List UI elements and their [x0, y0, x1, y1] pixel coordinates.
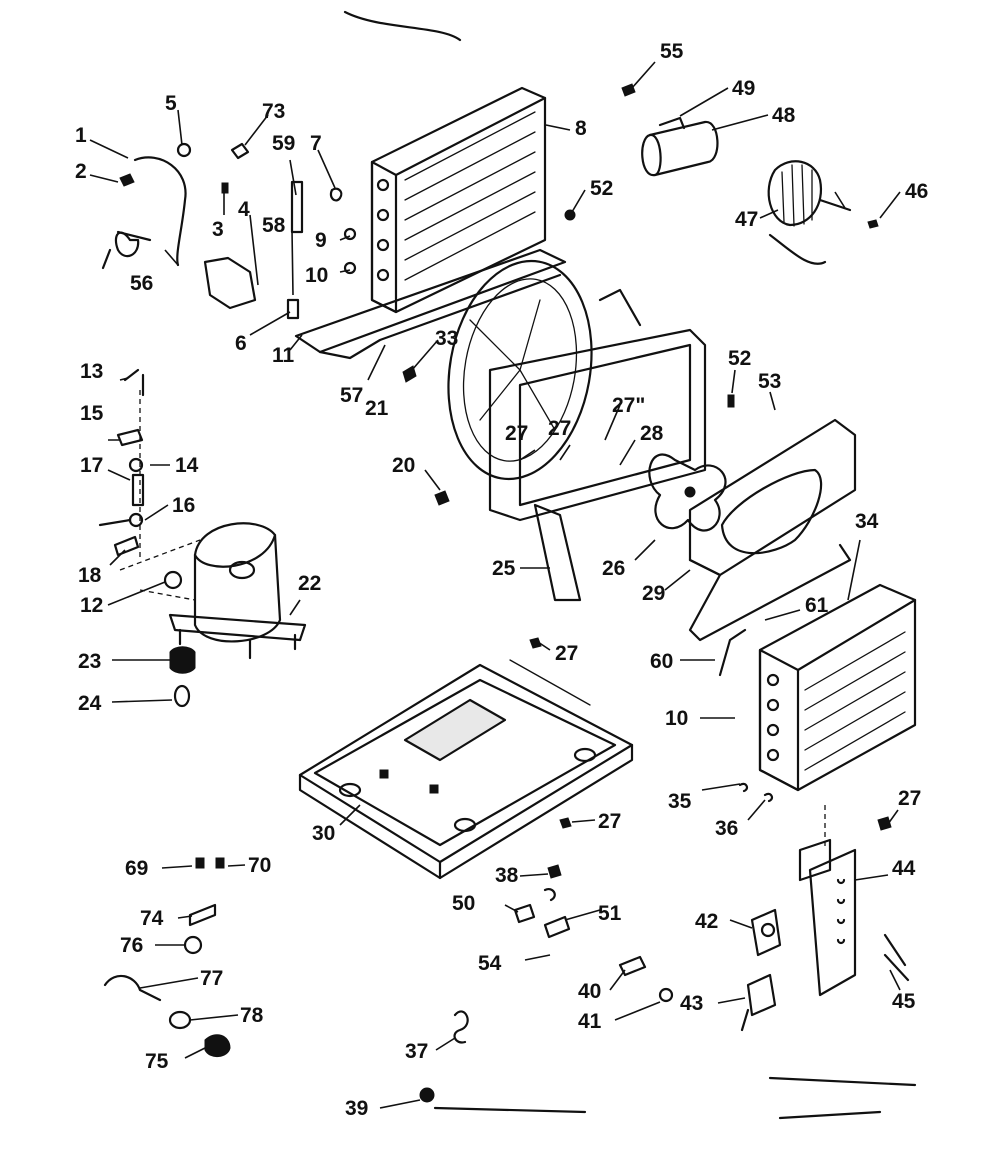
part-label-13: 13: [80, 360, 103, 383]
thermostat: [740, 973, 777, 1032]
blower-wheel: [447, 259, 593, 481]
part-label-69: 69: [125, 857, 148, 880]
part-number-labels: 1 2 3 4 5 6 7 8 9 10 11 12 13 14 15 16 1…: [75, 40, 928, 1120]
part-label-61: 61: [805, 594, 829, 617]
part-label-12: 12: [80, 594, 103, 617]
part-label-75: 75: [145, 1050, 169, 1073]
part-label-59: 59: [272, 132, 295, 155]
part-label-74: 74: [140, 907, 164, 930]
part-label-27-a: 27: [505, 422, 528, 445]
base-pan: [298, 659, 634, 880]
valve-stack: [98, 368, 183, 590]
part-label-60: 60: [650, 650, 673, 673]
part-label-28: 28: [640, 422, 664, 445]
part-label-14: 14: [175, 454, 199, 477]
part-label-33: 33: [435, 327, 458, 350]
part-label-48: 48: [772, 104, 796, 127]
part-label-35: 35: [668, 790, 692, 813]
part-label-7: 7: [310, 132, 322, 155]
part-label-18: 18: [78, 564, 102, 587]
part-label-36: 36: [715, 817, 738, 840]
part-label-30: 30: [312, 822, 335, 845]
leader-lines: [89, 61, 901, 1109]
part-label-21: 21: [365, 397, 389, 420]
part-label-73: 73: [262, 100, 285, 123]
part-label-27-d: 27: [555, 642, 578, 665]
grommets: [169, 646, 196, 708]
part-label-39: 39: [345, 1097, 368, 1120]
part-label-78: 78: [240, 1004, 264, 1027]
part-label-57: 57: [340, 384, 363, 407]
selector-switch: [750, 908, 782, 957]
part-label-27-e: 27: [598, 810, 621, 833]
part-label-3: 3: [212, 218, 224, 241]
part-label-58: 58: [262, 214, 286, 237]
part-label-27-c: 27": [612, 394, 645, 417]
part-label-26: 26: [602, 557, 625, 580]
part-label-49: 49: [732, 77, 755, 100]
part-label-40: 40: [578, 980, 601, 1003]
part-label-54: 54: [478, 952, 502, 975]
part-label-16: 16: [172, 494, 195, 517]
misc-fasteners: [343, 10, 917, 1120]
condenser-fan: [648, 453, 727, 532]
part-label-45: 45: [892, 990, 916, 1013]
part-label-10: 10: [305, 264, 328, 287]
part-label-70: 70: [248, 854, 271, 877]
capacitor: [621, 83, 719, 177]
part-label-11: 11: [272, 344, 295, 367]
base-bracket: [294, 248, 567, 360]
part-label-38: 38: [495, 864, 519, 887]
part-label-24: 24: [78, 692, 102, 715]
part-label-55: 55: [660, 40, 684, 63]
part-label-50: 50: [452, 892, 475, 915]
part-label-27-b: 27: [548, 417, 571, 440]
part-label-77: 77: [200, 967, 223, 990]
compressor: [119, 522, 307, 660]
part-label-44: 44: [892, 857, 916, 880]
part-label-42: 42: [695, 910, 718, 933]
part-label-23: 23: [78, 650, 101, 673]
part-label-25: 25: [492, 557, 516, 580]
evaporator-coil: [370, 86, 547, 314]
part-label-52-a: 52: [590, 177, 613, 200]
part-label-46: 46: [905, 180, 928, 203]
part-label-1: 1: [75, 124, 87, 147]
part-label-15: 15: [80, 402, 104, 425]
part-label-43: 43: [680, 992, 703, 1015]
part-label-4: 4: [238, 198, 250, 221]
part-label-27-f: 27: [898, 787, 921, 810]
part-label-20: 20: [392, 454, 415, 477]
condenser-orifice: [688, 418, 857, 642]
part-label-76: 76: [120, 934, 143, 957]
fan-motor: [767, 160, 852, 265]
part-label-37: 37: [405, 1040, 428, 1063]
part-label-2: 2: [75, 160, 87, 183]
part-label-6: 6: [235, 332, 247, 355]
fan-shroud-housing: [488, 288, 707, 602]
part-label-53: 53: [758, 370, 781, 393]
part-label-10-b: 10: [665, 707, 688, 730]
part-label-52-b: 52: [728, 347, 751, 370]
part-label-22: 22: [298, 572, 321, 595]
part-label-5: 5: [165, 92, 177, 115]
part-label-8: 8: [575, 117, 587, 140]
part-label-41: 41: [578, 1010, 602, 1033]
power-cord-harness: [101, 156, 257, 310]
part-label-51: 51: [598, 902, 622, 925]
part-label-56: 56: [130, 272, 153, 295]
part-label-34: 34: [855, 510, 879, 533]
damper-linkage: [103, 857, 231, 1057]
part-label-29: 29: [642, 582, 665, 605]
part-label-9: 9: [315, 229, 327, 252]
condenser-coil: [758, 583, 917, 792]
control-bracket: [798, 805, 857, 997]
part-label-47: 47: [735, 208, 758, 231]
part-label-17: 17: [80, 454, 103, 477]
